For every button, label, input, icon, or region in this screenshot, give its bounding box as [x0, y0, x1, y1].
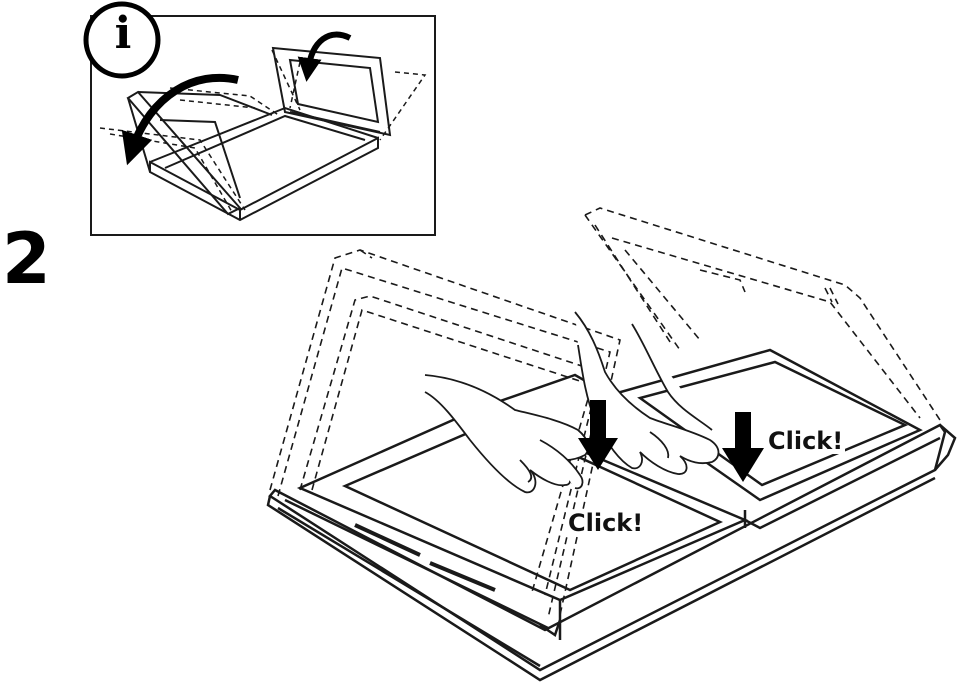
inset-right-lid-ghost	[271, 49, 427, 141]
right-lid-ghost	[584, 207, 941, 421]
tray-right-compartment	[607, 348, 923, 502]
info-icon	[83, 1, 161, 79]
info-glyph: i	[114, 8, 132, 59]
inset-left-rotate-arrow	[121, 73, 239, 166]
click-label-left: Click!	[566, 509, 646, 537]
info-inset	[83, 1, 436, 236]
left-hand	[424, 374, 590, 494]
inset-right-lid	[271, 46, 392, 137]
inset-right-rotate-arrow	[297, 31, 352, 82]
main-tray	[266, 348, 957, 682]
right-hand	[574, 311, 720, 475]
down-arrow-right	[722, 412, 764, 482]
click-label-right: Click!	[766, 427, 846, 455]
down-arrow-left	[578, 400, 618, 470]
step-number: 2	[2, 218, 51, 300]
